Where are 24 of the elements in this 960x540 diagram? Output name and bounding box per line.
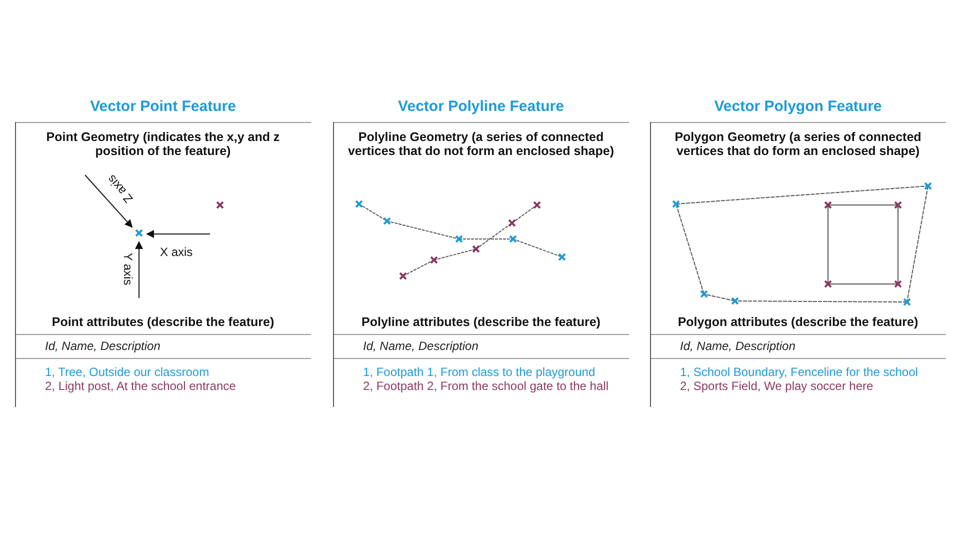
attribute-row-text: 2, Sports Field, We play soccer here xyxy=(680,379,874,393)
feature-panel xyxy=(15,98,311,407)
field-names: Id, Name, Description xyxy=(45,339,162,353)
geometry-heading: Point Geometry (indicates the x,y and z position of the feature) xyxy=(45,130,281,158)
attributes-heading: Polyline attributes (describe the feature) xyxy=(360,315,602,329)
geometry-heading: Polygon Geometry (a series of connected vertices that do form an enclosed shape) xyxy=(674,130,922,158)
axis-label: Y axis xyxy=(121,252,136,286)
attribute-row-text: 2, Light post, At the school entrance xyxy=(45,379,237,393)
field-names: Id, Name, Description xyxy=(680,339,796,353)
field-names: Id, Name, Description xyxy=(363,339,480,353)
geometry-heading: Polyline Geometry (a series of connected vertices that do not form an enclosed shape) xyxy=(347,130,615,158)
panel-title: Vector Point Feature xyxy=(89,98,237,115)
axis-label: Z axis xyxy=(104,172,136,206)
attribute-row-text: 1, School Boundary, Fenceline for the school xyxy=(680,365,919,379)
feature-panel xyxy=(333,98,629,407)
attribute-row-text: 1, Tree, Outside our classroom xyxy=(45,365,210,379)
attributes-heading: Polygon attributes (describe the feature) xyxy=(676,315,920,329)
panel-title: Vector Polygon Feature xyxy=(713,98,883,115)
panel-title: Vector Polyline Feature xyxy=(397,98,565,115)
attribute-row-text: 1, Footpath 1, From class to the playground xyxy=(363,365,596,379)
attribute-row-text: 2, Footpath 2, From the school gate to the hall xyxy=(363,379,610,393)
axis-label: X axis xyxy=(160,245,193,259)
attributes-heading: Point attributes (describe the feature) xyxy=(50,315,276,329)
feature-panel xyxy=(650,98,946,407)
